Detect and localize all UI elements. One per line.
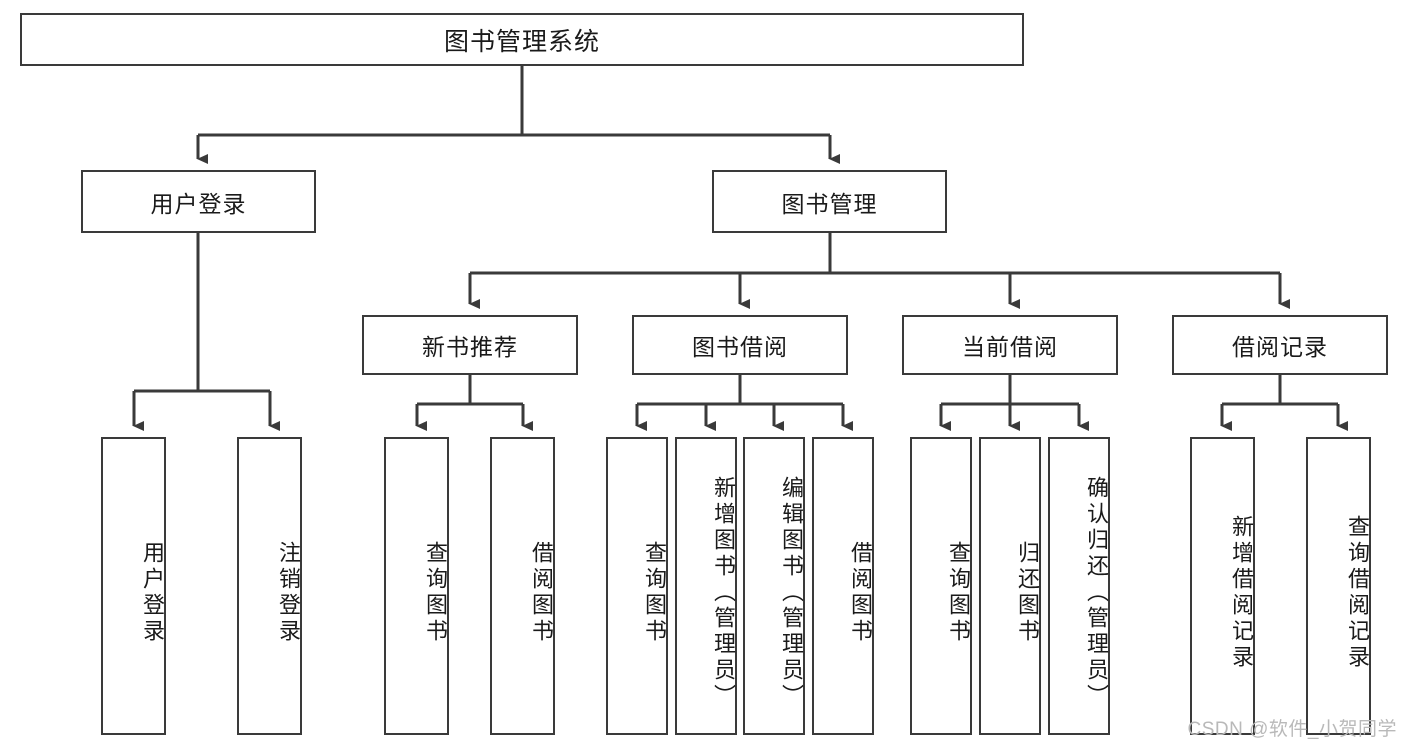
node-user-login[interactable]: 用户登录 [81, 170, 316, 233]
node-leaf-add-record-label: 新增借阅记录 [1229, 515, 1254, 671]
node-leaf-edit-book[interactable]: 编辑图书（管理员） [743, 437, 805, 735]
node-leaf-borrow-book-1[interactable]: 借阅图书 [490, 437, 555, 735]
node-leaf-logout-label: 注销登录 [276, 541, 301, 645]
node-book-borrow[interactable]: 图书借阅 [632, 315, 848, 375]
node-borrow-record-label: 借阅记录 [1232, 334, 1328, 360]
node-current-borrow-label: 当前借阅 [962, 334, 1058, 360]
node-new-book-rec[interactable]: 新书推荐 [362, 315, 578, 375]
node-leaf-query-book-1[interactable]: 查询图书 [384, 437, 449, 735]
node-leaf-user-login-label: 用户登录 [140, 541, 165, 645]
node-leaf-add-record[interactable]: 新增借阅记录 [1190, 437, 1255, 735]
node-new-book-rec-label: 新书推荐 [422, 334, 518, 360]
watermark: CSDN @软件_小贺同学 [1187, 719, 1397, 740]
node-leaf-query-book-3-label: 查询图书 [946, 541, 971, 645]
node-leaf-edit-book-label: 编辑图书（管理员） [779, 476, 804, 710]
node-leaf-query-book-1-label: 查询图书 [423, 541, 448, 645]
node-root[interactable]: 图书管理系统 [20, 13, 1024, 66]
node-leaf-query-book-2-label: 查询图书 [642, 541, 667, 645]
node-leaf-return-book[interactable]: 归还图书 [979, 437, 1041, 735]
node-book-manage[interactable]: 图书管理 [712, 170, 947, 233]
node-leaf-logout[interactable]: 注销登录 [237, 437, 302, 735]
node-user-login-label: 用户登录 [150, 190, 247, 217]
node-leaf-borrow-book-2[interactable]: 借阅图书 [812, 437, 874, 735]
node-leaf-user-login[interactable]: 用户登录 [101, 437, 166, 735]
node-book-manage-label: 图书管理 [781, 190, 878, 217]
node-leaf-query-record[interactable]: 查询借阅记录 [1306, 437, 1371, 735]
node-leaf-borrow-book-2-label: 借阅图书 [848, 541, 873, 645]
node-leaf-query-book-3[interactable]: 查询图书 [910, 437, 972, 735]
node-book-borrow-label: 图书借阅 [692, 334, 788, 360]
node-leaf-return-book-label: 归还图书 [1015, 541, 1040, 645]
node-current-borrow[interactable]: 当前借阅 [902, 315, 1118, 375]
node-leaf-confirm-return[interactable]: 确认归还（管理员） [1048, 437, 1110, 735]
node-leaf-add-book-label: 新增图书（管理员） [711, 476, 736, 710]
node-leaf-confirm-return-label: 确认归还（管理员） [1084, 476, 1109, 710]
node-leaf-add-book[interactable]: 新增图书（管理员） [675, 437, 737, 735]
node-leaf-query-record-label: 查询借阅记录 [1345, 515, 1370, 671]
node-borrow-record[interactable]: 借阅记录 [1172, 315, 1388, 375]
node-leaf-query-book-2[interactable]: 查询图书 [606, 437, 668, 735]
node-root-label: 图书管理系统 [443, 27, 600, 56]
node-leaf-borrow-book-1-label: 借阅图书 [529, 541, 554, 645]
